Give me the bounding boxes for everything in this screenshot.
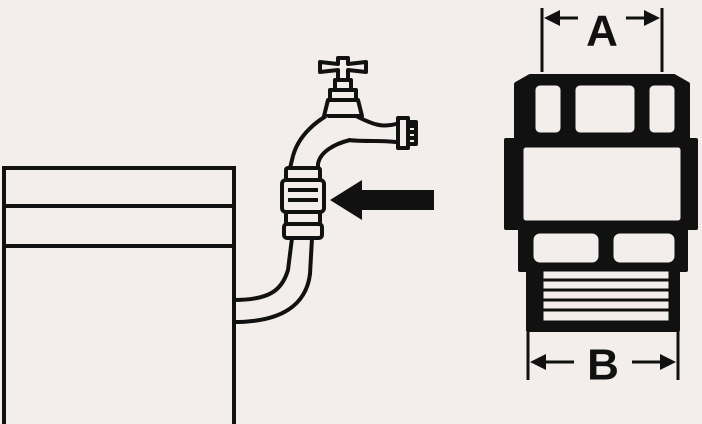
adapter-fitting-icon (280, 166, 326, 240)
appliance-icon (2, 166, 236, 424)
dimension-a (540, 8, 664, 72)
dimension-a-label: A (586, 7, 618, 56)
large-adapter-icon (504, 74, 698, 332)
faucet-icon (286, 56, 418, 178)
arrow-left-icon (330, 180, 434, 220)
dimension-b-label: B (587, 341, 619, 390)
hose-icon (233, 237, 314, 324)
dimension-b (526, 328, 680, 380)
